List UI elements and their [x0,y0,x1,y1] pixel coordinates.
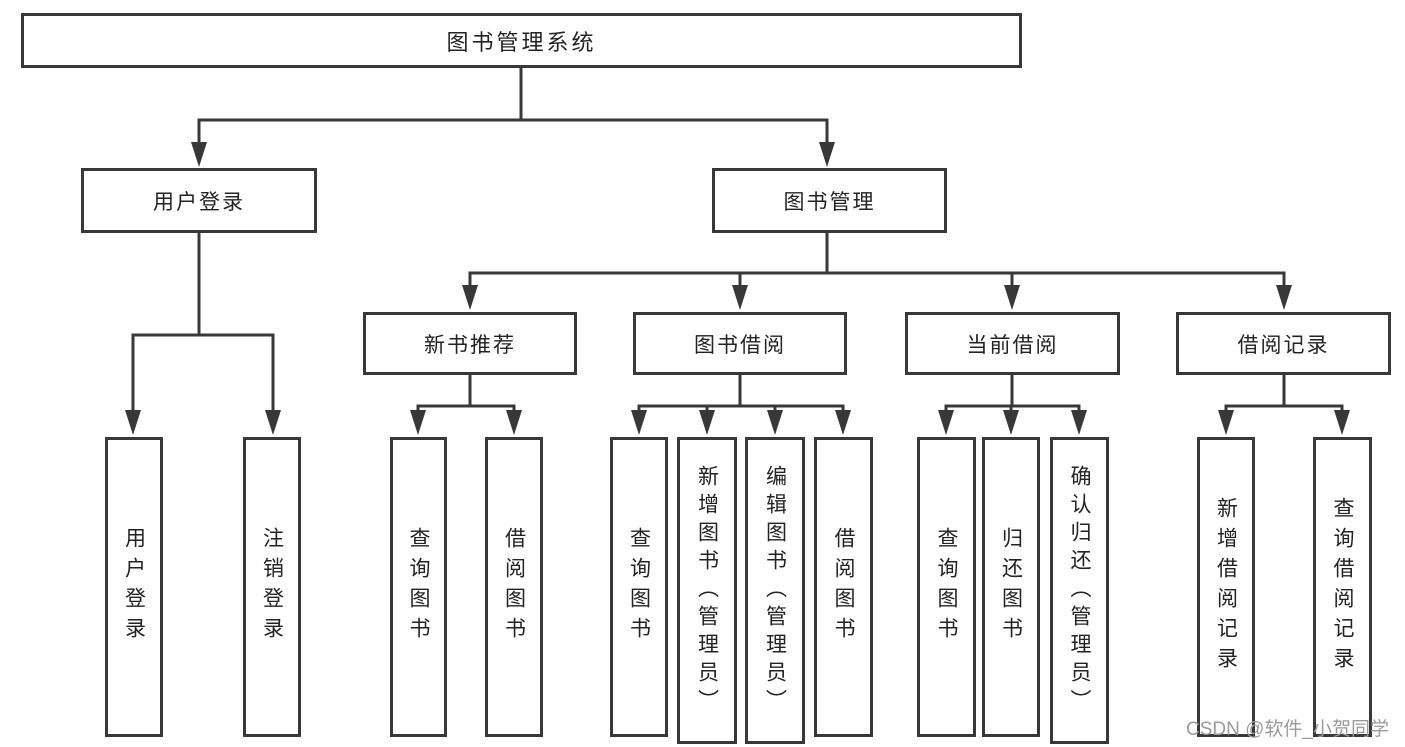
leaf-label: 查询借阅记录 [1331,497,1354,677]
arrow-down-icon [699,410,715,435]
leaf-label: 查询图书 [935,527,958,647]
node-borrowing-records: 借阅记录 [1176,312,1391,375]
arrow-down-icon [1276,285,1292,310]
connector-book-mgmt-split [468,233,1286,291]
arrow-down-icon [410,410,426,435]
connector-root-split [197,68,829,148]
leaf-label: 编辑图书（管理员） [763,464,787,717]
leaf-label: 查询图书 [407,527,430,647]
arrow-down-icon [631,410,647,435]
leaf-add-books-admin: 新增图书（管理员） [677,437,737,744]
node-root-system: 图书管理系统 [21,13,1022,68]
connector-current-split [944,375,1081,416]
leaf-label: 借阅图书 [502,527,526,647]
leaf-label: 借阅图书 [832,527,855,647]
arrow-down-icon [819,142,835,167]
arrow-down-icon [506,410,522,435]
arrow-down-icon [191,142,207,167]
leaf-label: 查询图书 [627,527,651,647]
node-book-management: 图书管理 [712,168,947,233]
leaf-query-books-recommend: 查询图书 [390,437,447,737]
node-label: 图书管理 [783,190,876,214]
leaf-label: 确认归还（管理员） [1068,464,1091,717]
leaf-label: 注销登录 [260,527,284,647]
arrow-down-icon [1003,410,1019,435]
arrow-down-icon [835,410,851,435]
leaf-label: 新增借阅记录 [1214,497,1238,677]
leaf-logout: 注销登录 [243,437,301,737]
leaf-borrow-books-recommend: 借阅图书 [485,437,543,737]
connector-borrow-split [637,375,845,416]
leaf-return-books: 归还图书 [982,437,1040,737]
node-user-login: 用户登录 [81,168,317,233]
leaf-add-borrow-record: 新增借阅记录 [1197,437,1255,737]
arrow-down-icon [767,410,783,435]
node-label: 图书管理系统 [446,29,597,55]
node-new-book-recommend: 新书推荐 [363,312,577,375]
arrow-down-icon [462,285,478,310]
connector-recommend-split [416,375,516,416]
arrow-down-icon [1071,410,1087,435]
arrow-down-icon [938,410,954,435]
leaf-label: 归还图书 [999,527,1023,647]
connector-records-split [1224,375,1344,416]
leaf-label: 新增图书（管理员） [695,464,719,717]
leaf-confirm-return-admin: 确认归还（管理员） [1050,437,1109,744]
node-book-borrowing: 图书借阅 [633,312,847,375]
node-current-borrowing: 当前借阅 [905,312,1120,375]
arrow-down-icon [1334,410,1350,435]
arrow-down-icon [265,410,281,435]
leaf-query-books-borrow: 查询图书 [610,437,668,737]
leaf-user-login: 用户登录 [105,437,163,737]
node-label: 借阅记录 [1237,333,1330,357]
leaf-edit-books-admin: 编辑图书（管理员） [745,437,805,744]
node-label: 当前借阅 [966,333,1059,357]
arrow-down-icon [125,410,141,435]
node-label: 新书推荐 [424,333,516,357]
leaf-query-borrow-record: 查询借阅记录 [1313,437,1372,737]
connector-user-login-split [131,233,275,416]
arrowheads [125,142,1350,435]
csdn-watermark: CSDN @软件_小贺同学 [1186,719,1389,740]
arrow-down-icon [732,285,748,310]
node-label: 图书借阅 [694,333,786,357]
arrow-down-icon [1218,410,1234,435]
leaf-label: 用户登录 [122,527,146,647]
node-label: 用户登录 [153,190,245,214]
leaf-query-books-current: 查询图书 [917,437,976,737]
leaf-borrow-books: 借阅图书 [814,437,873,737]
arrow-down-icon [1004,285,1020,310]
